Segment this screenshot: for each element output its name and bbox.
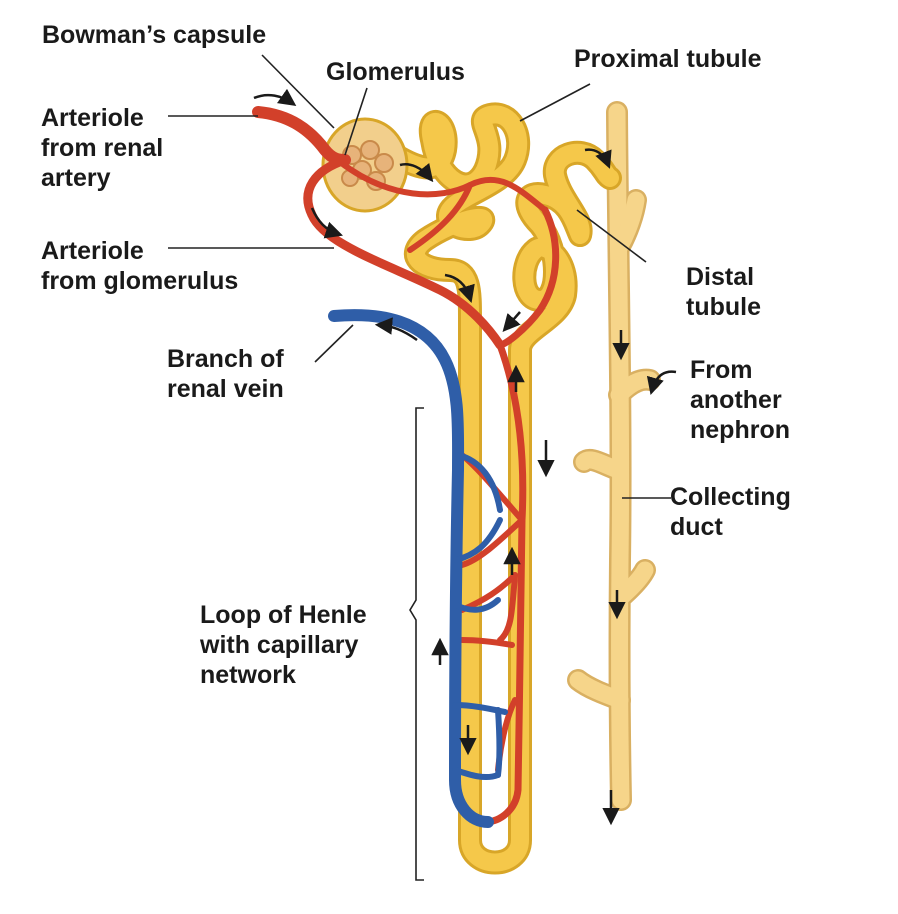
label-from-another-nephron: From another nephron [690,356,790,444]
flow-arrow [310,207,343,239]
label-arteriole-glomerulus: Arteriole from glomerulus [41,237,239,295]
collecting-duct [567,101,661,811]
label-arteriole-renal-artery: Arteriole from renal artery [41,104,164,192]
flow-arrow [374,317,418,342]
renal-vein [328,309,508,828]
label-distal-tubule: Distal tubule [686,263,761,321]
arterioles [252,106,560,826]
label-collecting-duct: Collecting duct [670,483,791,541]
label-branch-renal-vein: Branch of renal vein [167,345,284,403]
flow-arrow [502,311,521,332]
flow-arrow [646,370,677,396]
label-proximal-tubule: Proximal tubule [574,45,762,73]
leader-lines [168,54,671,881]
flow-arrow [253,88,297,107]
label-glomerulus: Glomerulus [326,58,465,86]
label-bowmans-capsule: Bowman’s capsule [42,21,267,49]
flow-arrows [253,88,677,826]
flow-arrow [444,273,475,304]
flow-arrow [399,162,434,183]
flow-arrow [584,148,612,169]
label-loop-of-henle: Loop of Henle with capillary network [200,601,367,689]
